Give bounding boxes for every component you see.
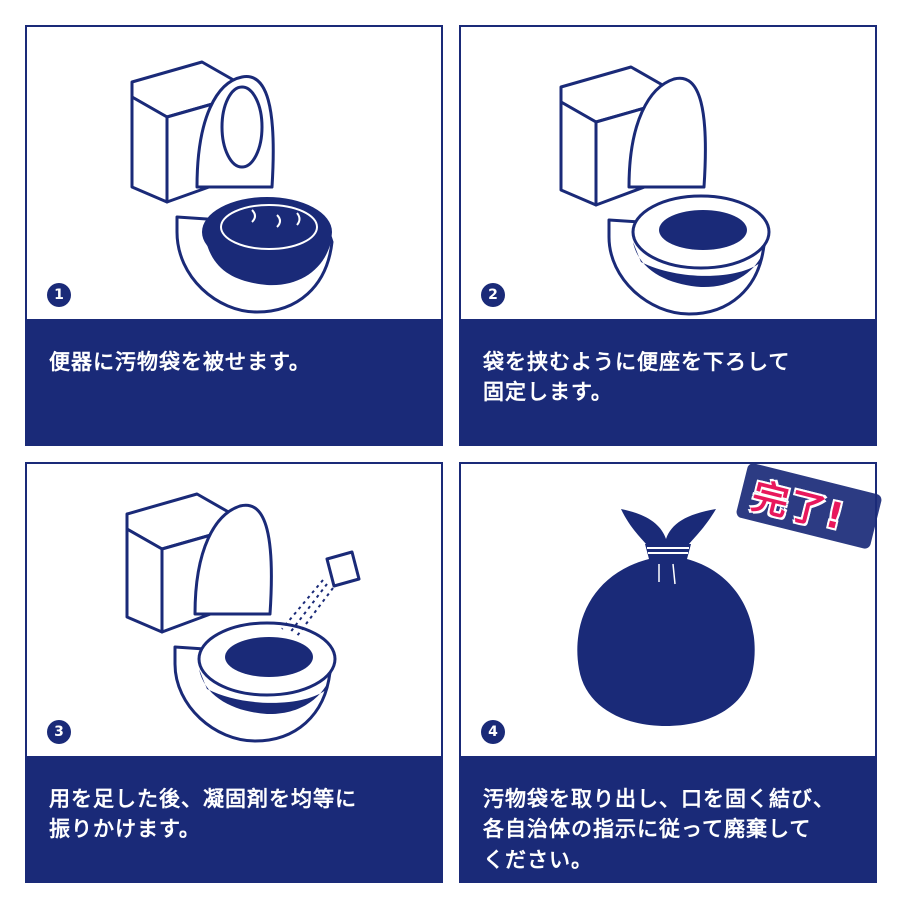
toilet-coagulant-icon — [125, 492, 361, 743]
toilet-seat-down-icon — [559, 65, 771, 316]
badge-text: 完了! — [747, 476, 850, 539]
caption-line: 汚物袋を取り出し、口を固く結び、 — [483, 787, 835, 811]
step-caption: 用を足した後、凝固剤を均等に 振りかけます。 — [27, 756, 441, 881]
caption-line: 振りかけます。 — [49, 817, 201, 842]
step-caption: 便器に汚物袋を被せます。 — [27, 319, 441, 444]
caption-line: 袋を挟むように便座を下ろして — [483, 350, 791, 374]
toilet-bag-cover-icon — [130, 60, 334, 314]
step-number-badge: 2 — [481, 283, 505, 307]
step-panel-1: 1 便器に汚物袋を被せます。 — [25, 25, 443, 446]
step-number-badge: 3 — [47, 720, 71, 744]
step-number-badge: 4 — [481, 720, 505, 744]
caption-line: 用を足した後、凝固剤を均等に — [49, 787, 357, 811]
caption-line: ください。 — [483, 847, 593, 872]
completed-badge: 完了! — [735, 462, 890, 550]
step-number-badge: 1 — [47, 283, 71, 307]
caption-line: 便器に汚物袋を被せます。 — [49, 350, 311, 374]
step-panel-3: 3 用を足した後、凝固剤を均等に 振りかけます。 — [25, 462, 443, 883]
tied-bag-icon — [577, 509, 755, 726]
caption-line: 各自治体の指示に従って廃棄して — [483, 817, 812, 842]
step-caption: 汚物袋を取り出し、口を固く結び、 各自治体の指示に従って廃棄して ください。 — [461, 756, 875, 881]
step-caption: 袋を挟むように便座を下ろして 固定します。 — [461, 319, 875, 444]
caption-line: 固定します。 — [483, 380, 613, 405]
step-panel-2: 2 袋を挟むように便座を下ろして 固定します。 — [459, 25, 877, 446]
